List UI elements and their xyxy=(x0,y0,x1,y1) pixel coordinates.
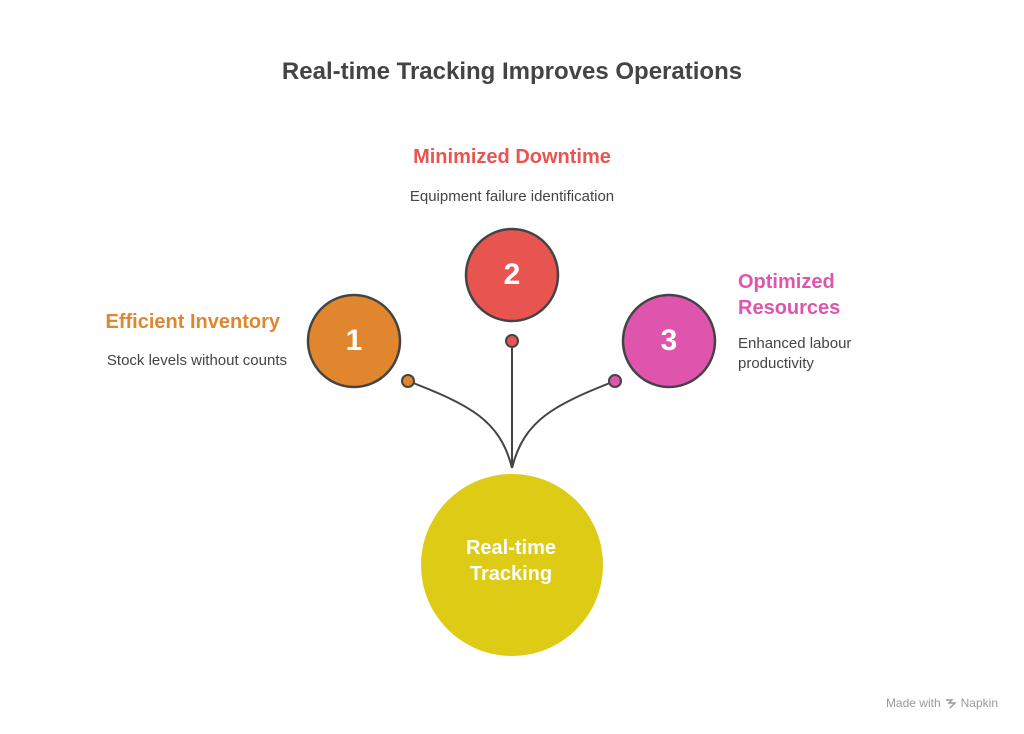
connector-3 xyxy=(511,380,616,469)
center-label: Real-time Tracking xyxy=(465,537,557,585)
center-circle xyxy=(421,474,603,656)
connector-1 xyxy=(407,380,513,469)
footer-attribution: Made with Napkin xyxy=(886,696,998,710)
item-heading-1: Efficient Inventory xyxy=(105,311,280,333)
item-number-1: 1 xyxy=(345,324,363,357)
connector-dot-3 xyxy=(608,374,622,388)
item-circle-3 xyxy=(621,293,717,389)
item-heading-2: Minimized Downtime xyxy=(413,146,611,168)
item-circle-1 xyxy=(306,293,402,389)
item-number-2: 2 xyxy=(503,258,521,291)
item-description-3: Enhanced labour productivity xyxy=(738,335,852,372)
connector-dot-1 xyxy=(401,374,415,388)
footer-prefix: Made with xyxy=(885,696,941,710)
napkin-logo-icon xyxy=(945,699,957,709)
item-description-2: Equipment failure identification xyxy=(409,188,615,205)
item-circle-2 xyxy=(464,227,560,323)
item-description-1: Stock levels without counts xyxy=(106,352,287,369)
page-title: Real-time Tracking Improves Operations xyxy=(281,58,743,85)
footer-brand: Napkin xyxy=(960,696,998,710)
connector-dot-2 xyxy=(505,334,519,348)
item-number-3: 3 xyxy=(660,324,678,357)
item-heading-3: Optimized Resources xyxy=(738,271,841,319)
